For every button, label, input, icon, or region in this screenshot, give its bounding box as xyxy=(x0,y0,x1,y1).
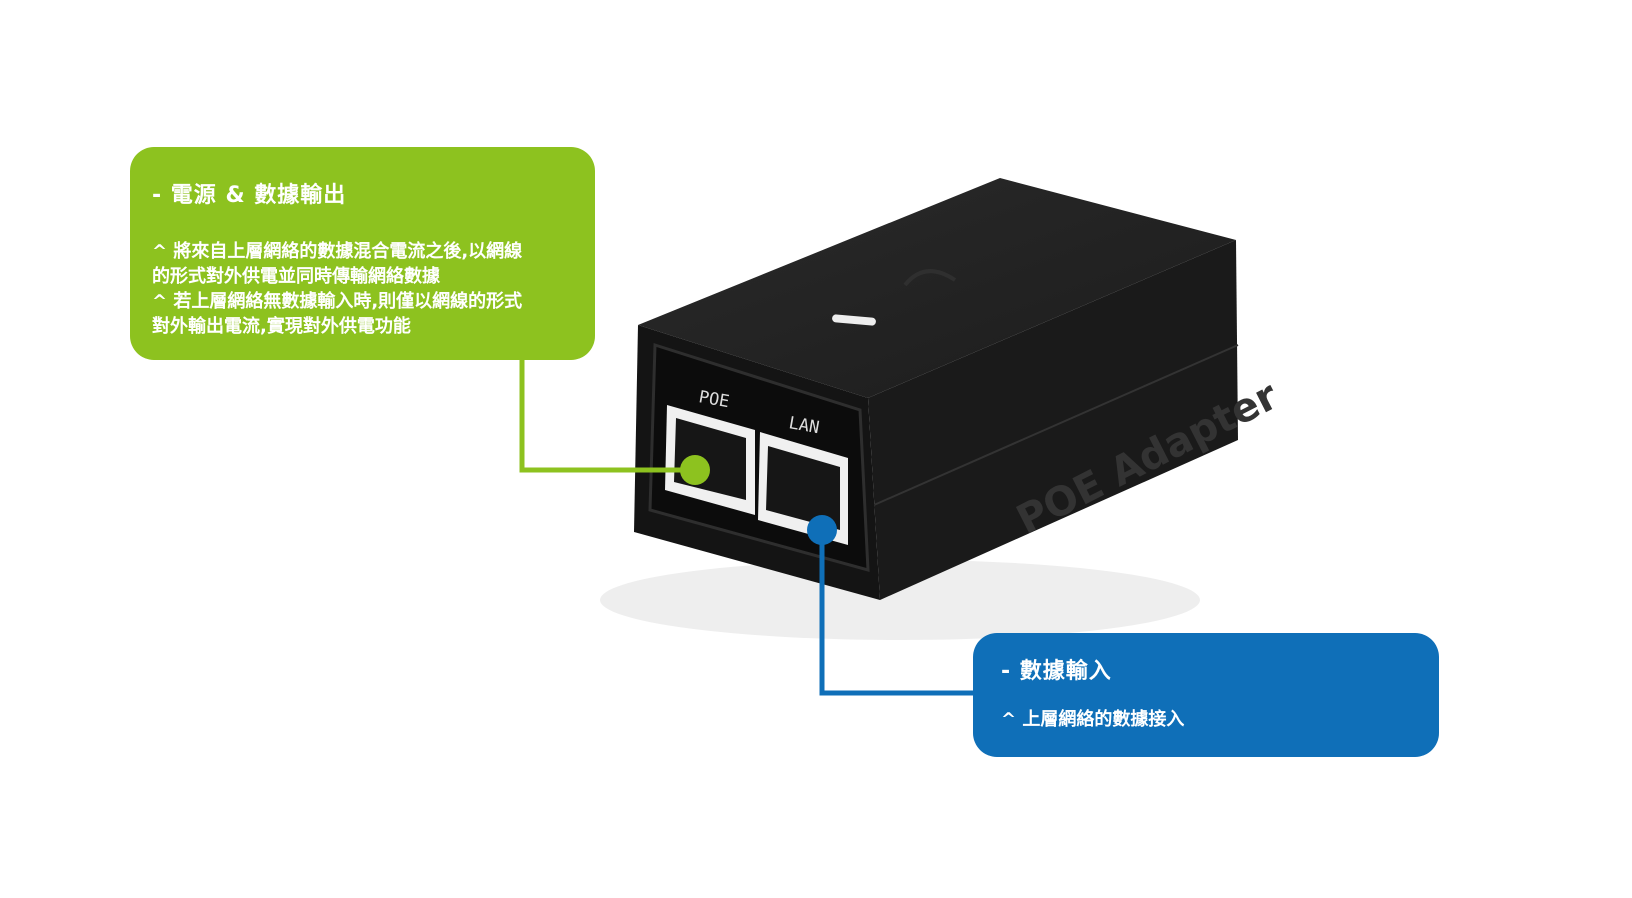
output-connector-line xyxy=(519,360,695,473)
input-line: ^ 上層網絡的數據接入 xyxy=(1001,709,1185,730)
input-callout-title: - 數據輸入 xyxy=(1001,659,1112,684)
output-dot xyxy=(680,455,710,485)
output-callout-title: - 電源 & 數據輸出 xyxy=(152,183,347,208)
input-dot xyxy=(807,515,837,545)
device-side xyxy=(868,240,1238,600)
shadow xyxy=(600,560,1200,640)
output-callout: - 電源 & 數據輸出 ^ 將來自上層網絡的數據混合電流之後,以網線 的形式對外… xyxy=(130,147,595,360)
output-line: ^ 若上層網絡無數據輸入時,則僅以網線的形式 xyxy=(152,291,523,312)
output-line: 對外輸出電流,實現對外供電功能 xyxy=(152,316,411,337)
output-line: ^ 將來自上層網絡的數據混合電流之後,以網線 xyxy=(152,241,523,262)
led-indicator xyxy=(832,314,876,326)
device-top xyxy=(638,178,1236,398)
logo-icon xyxy=(903,269,957,287)
output-line: 的形式對外供電並同時傳輸網絡數據 xyxy=(152,266,440,287)
input-connector-line xyxy=(819,530,973,696)
input-callout: - 數據輸入 ^ 上層網絡的數據接入 xyxy=(973,633,1439,757)
